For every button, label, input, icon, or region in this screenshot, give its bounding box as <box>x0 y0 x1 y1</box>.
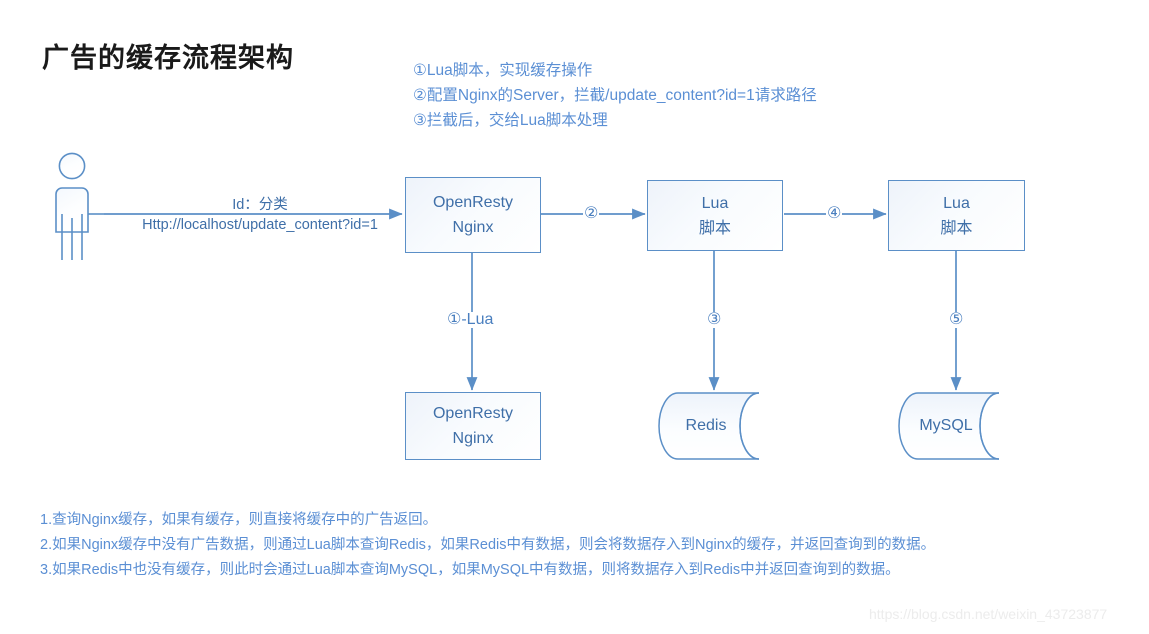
node-openresty-nginx-bottom[interactable]: OpenResty Nginx <box>405 392 541 460</box>
page-title: 广告的缓存流程架构 <box>42 43 294 73</box>
edge-label-openresty-to-nginx-cache: ①-Lua <box>446 311 495 328</box>
node-lua-right-line2: 脚本 <box>940 219 973 237</box>
request-label-line1: Id：分类 <box>232 197 288 213</box>
edge-label-lua-to-lua: ④ <box>826 205 843 222</box>
node-openresty-bottom-line1: OpenResty <box>432 405 514 422</box>
node-openresty-top-line2: Nginx <box>452 219 494 236</box>
top-note-3: ③拦截后，交给Lua脚本处理 <box>413 112 608 129</box>
node-lua-script-middle[interactable]: Lua 脚本 <box>647 180 783 251</box>
top-notes-block: ①Lua脚本，实现缓存操作 ②配置Nginx的Server，拦截/update_… <box>413 58 817 133</box>
edge-label-openresty-to-lua: ② <box>583 205 600 222</box>
node-mysql-datastore[interactable]: MySQL <box>898 392 1020 460</box>
node-lua-right-line1: Lua <box>943 194 970 212</box>
edge-label-lua-to-mysql: ⑤ <box>948 311 965 328</box>
node-lua-middle-line1: Lua <box>701 194 729 212</box>
bottom-notes-block: 1.查询Nginx缓存，如果有缓存，则直接将缓存中的广告返回。 2.如果Ngin… <box>40 508 935 583</box>
bottom-note-3: 3.如果Redis中也没有缓存，则此时会通过Lua脚本查询MySQL，如果MyS… <box>40 562 900 578</box>
node-openresty-nginx-top[interactable]: OpenResty Nginx <box>405 177 541 253</box>
top-note-1: ①Lua脚本，实现缓存操作 <box>413 62 593 79</box>
top-note-2: ②配置Nginx的Server，拦截/update_content?id=1请求… <box>413 87 817 104</box>
bottom-note-2: 2.如果Nginx缓存中没有广告数据，则通过Lua脚本查询Redis，如果Red… <box>40 537 936 553</box>
request-label-line2: Http://localhost/update_content?id=1 <box>142 217 378 233</box>
edge-label-lua-to-redis: ③ <box>706 311 723 328</box>
bottom-note-1: 1.查询Nginx缓存，如果有缓存，则直接将缓存中的广告返回。 <box>40 512 438 528</box>
request-label: Id：分类 Http://localhost/update_content?id… <box>115 195 405 235</box>
node-redis-datastore[interactable]: Redis <box>658 392 780 460</box>
node-openresty-top-line1: OpenResty <box>432 194 514 211</box>
node-lua-middle-line2: 脚本 <box>698 219 731 237</box>
watermark: https://blog.csdn.net/weixin_43723877 <box>869 606 1108 622</box>
node-lua-script-right[interactable]: Lua 脚本 <box>888 180 1025 251</box>
node-openresty-bottom-line2: Nginx <box>452 430 494 447</box>
user-actor-icon <box>48 152 110 264</box>
